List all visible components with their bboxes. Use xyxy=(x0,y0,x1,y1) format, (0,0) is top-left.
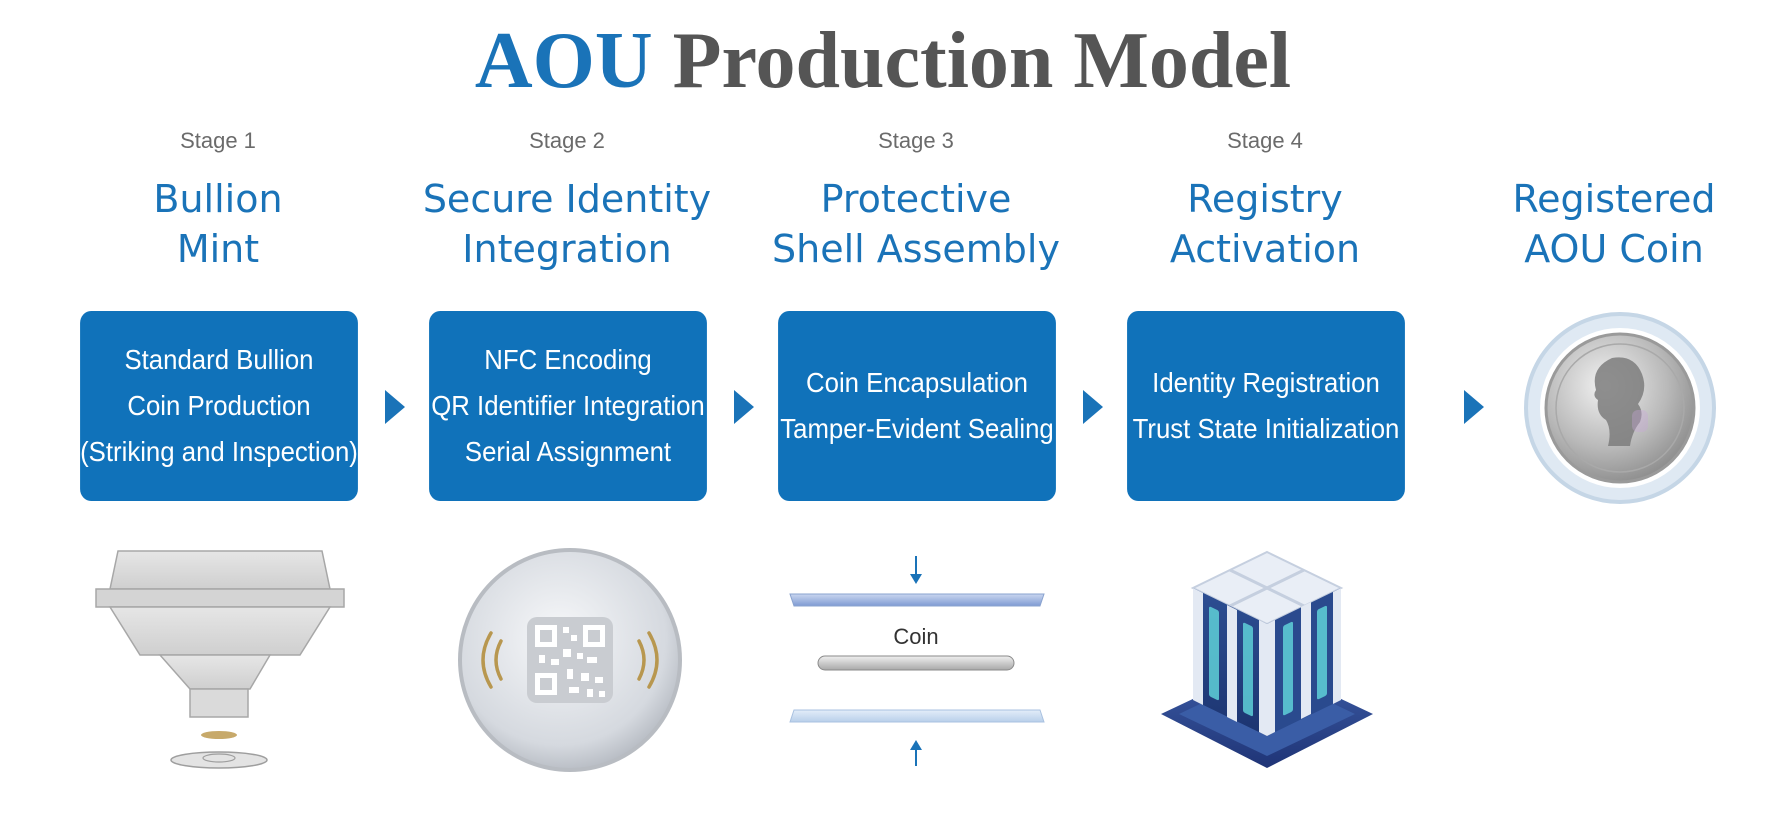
flow-arrow-icon xyxy=(385,390,405,424)
stage-1-box-line-1: Standard Bullion xyxy=(124,344,314,375)
stage-4-heading-line-2: Activation xyxy=(1169,227,1361,271)
stage-4-heading-line-1: Registry xyxy=(1187,177,1343,221)
stage-4-heading: Registry Activation xyxy=(1105,174,1425,274)
nfc-qr-disc-icon xyxy=(458,548,682,772)
final-heading: Registered AOU Coin xyxy=(1454,174,1766,274)
stage-1-heading-line-1: Bullion xyxy=(153,177,283,221)
flow-arrow-icon xyxy=(1083,390,1103,424)
coin-label: Coin xyxy=(893,624,938,649)
stage-2-box: NFC Encoding QR Identifier Integration S… xyxy=(429,311,707,501)
stage-4-box-line-1: Identity Registration xyxy=(1152,367,1380,398)
stage-2-label: Stage 2 xyxy=(529,128,605,153)
registered-coin-icon xyxy=(1524,312,1716,504)
stage-2-heading: Secure Identity Integration xyxy=(407,174,727,274)
stage-3-label: Stage 3 xyxy=(878,128,954,153)
stage-1-box-line-3: (Striking and Inspection) xyxy=(80,436,358,467)
stage-2-box-line-3: Serial Assignment xyxy=(464,436,672,467)
stage-2-heading-line-2: Integration xyxy=(462,227,672,271)
bullion-press-icon xyxy=(95,550,345,769)
flow-arrow-icon xyxy=(1464,390,1484,424)
title-main: Production Model xyxy=(672,17,1292,105)
page-title: AOU Production Model xyxy=(0,6,1766,116)
stage-2-box-line-1: NFC Encoding xyxy=(484,344,652,375)
title-accent: AOU xyxy=(474,17,653,105)
stage-1-label: Stage 1 xyxy=(180,128,256,153)
stage-2-heading-line-1: Secure Identity xyxy=(422,177,712,221)
stage-4-label: Stage 4 xyxy=(1227,128,1303,153)
stage-3-heading-line-1: Protective xyxy=(820,177,1012,221)
stage-1-box-line-2: Coin Production xyxy=(127,390,311,421)
stage-2-box-line-2: QR Identifier Integration xyxy=(431,390,705,421)
flow-arrow-icon xyxy=(734,390,754,424)
stage-3-box-line-1: Coin Encapsulation xyxy=(806,367,1028,398)
stage-1-heading: Bullion Mint xyxy=(58,174,378,274)
shell-assembly-icon: Coin xyxy=(789,556,1045,766)
stage-1-heading-line-2: Mint xyxy=(176,227,260,271)
stage-3-heading: Protective Shell Assembly xyxy=(756,174,1076,274)
stage-1-box: Standard Bullion Coin Production (Striki… xyxy=(80,311,358,501)
final-heading-line-2: AOU Coin xyxy=(1524,227,1704,271)
stage-4-box: Identity Registration Trust State Initia… xyxy=(1127,311,1405,501)
final-heading-line-1: Registered xyxy=(1512,177,1716,221)
stage-4-box-line-2: Trust State Initialization xyxy=(1132,413,1400,444)
server-registry-icon xyxy=(1161,550,1373,768)
stage-3-heading-line-2: Shell Assembly xyxy=(772,227,1060,271)
stage-3-box: Coin Encapsulation Tamper-Evident Sealin… xyxy=(778,311,1056,501)
stage-3-box-line-2: Tamper-Evident Sealing xyxy=(780,413,1054,444)
